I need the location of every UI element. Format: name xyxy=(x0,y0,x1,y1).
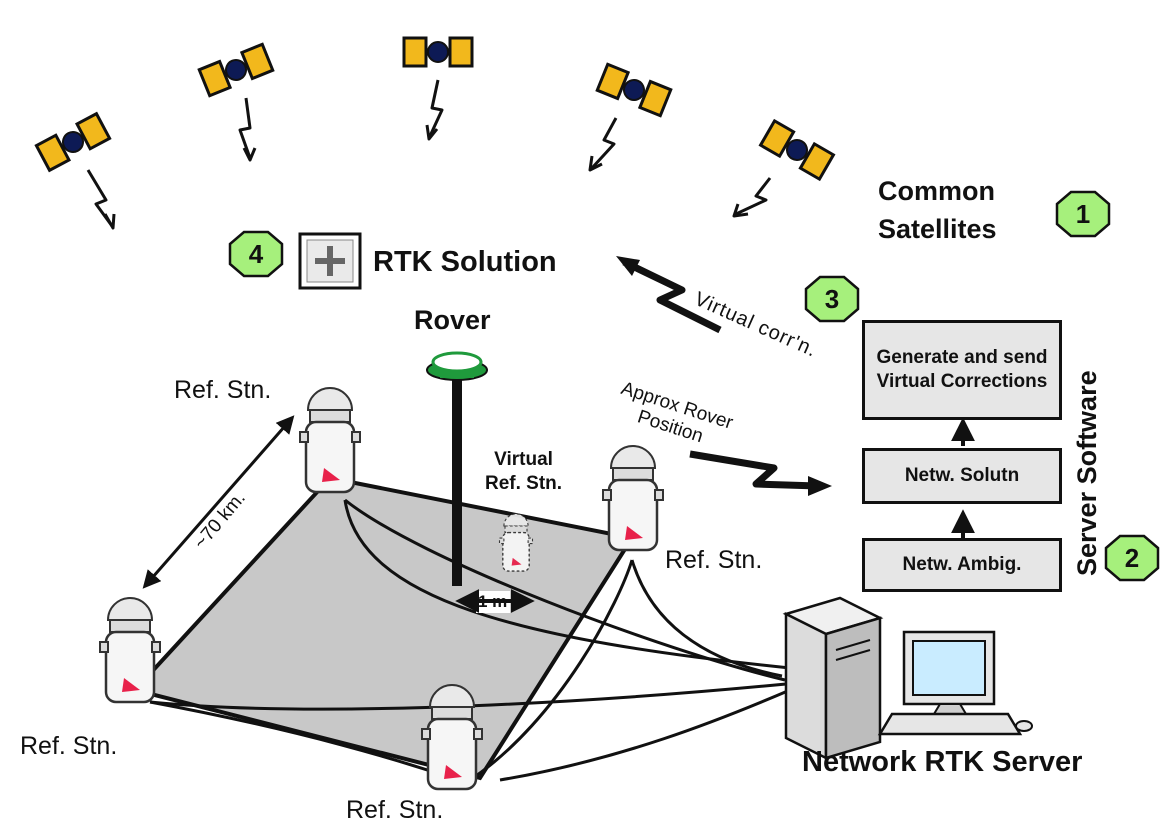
desktop-computer-icon xyxy=(877,630,1033,736)
virtual-ref-station-label: Virtual Ref. Stn. xyxy=(485,449,563,494)
ref-station-label-top-left: Ref. Stn. xyxy=(174,376,272,404)
step-badge-3: 3 xyxy=(804,275,860,323)
reference-station-icon xyxy=(601,444,665,552)
reference-station-icon xyxy=(298,386,362,494)
reference-station-icon xyxy=(98,596,162,704)
virtual-reference-station-icon xyxy=(498,513,534,572)
ref-station-label-bottom: Ref. Stn. xyxy=(346,796,444,824)
step-badge-1-label: 1 xyxy=(1075,198,1091,229)
step-badge-2: 2 xyxy=(1104,534,1160,582)
satellite-icon xyxy=(758,118,836,182)
satellite-icon xyxy=(402,36,474,68)
step-badge-1: 1 xyxy=(1055,190,1111,238)
step-badge-3-label: 3 xyxy=(824,283,840,314)
generate-corrections-box: Generate and send Virtual Corrections xyxy=(862,320,1062,420)
network-rtk-server-label: Network RTK Server xyxy=(802,746,1083,778)
reference-station-icon xyxy=(420,683,484,791)
one-meter-label: 1 m xyxy=(478,592,508,611)
server-software-label: Server Software xyxy=(1072,370,1102,576)
satellite-icon xyxy=(36,114,109,171)
rtk-solution-label: RTK Solution xyxy=(373,246,557,278)
server-tower-icon xyxy=(782,596,884,761)
virtual-correction-bolt xyxy=(616,256,722,334)
network-solution-box: Netw. Solutn xyxy=(862,448,1062,504)
step-badge-2-label: 2 xyxy=(1124,542,1140,573)
satellite-icon xyxy=(197,42,275,98)
common-satellites-label: Common Satellites xyxy=(878,176,997,244)
satellite-icon xyxy=(595,62,673,118)
approx-position-bolt xyxy=(689,450,832,496)
rover-label: Rover xyxy=(414,305,491,335)
rover-antenna xyxy=(426,351,488,586)
step-badge-4: 4 xyxy=(228,230,284,278)
ref-station-label-bottom-left: Ref. Stn. xyxy=(20,732,118,760)
signal-bolts xyxy=(86,79,772,230)
ref-station-label-right: Ref. Stn. xyxy=(665,546,763,574)
network-ambiguity-box: Netw. Ambig. xyxy=(862,538,1062,592)
step-badge-4-label: 4 xyxy=(248,238,264,269)
rtk-solution-icon xyxy=(298,232,362,290)
